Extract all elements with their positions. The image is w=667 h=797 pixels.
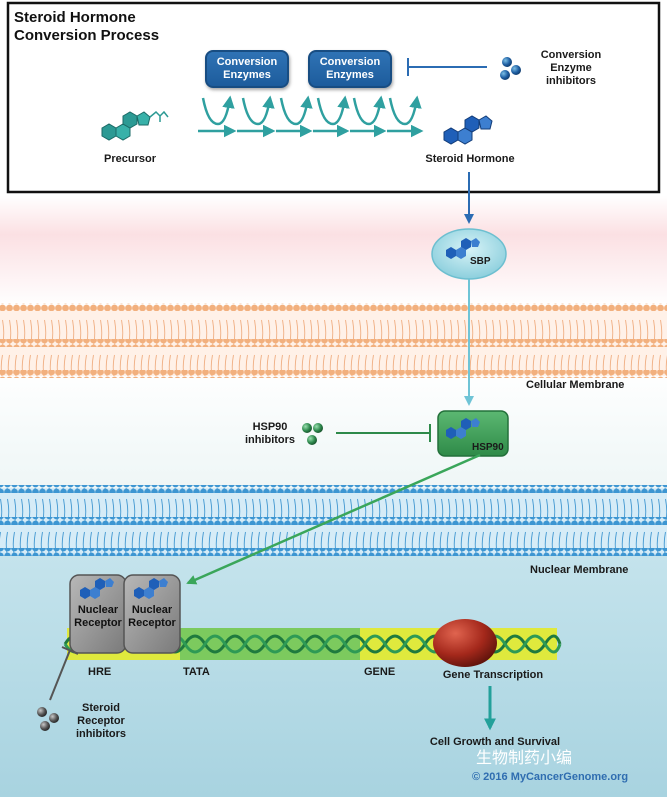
enzyme-box-2-line1: Conversion xyxy=(319,56,381,68)
receptor-inhibitor-molecules xyxy=(37,707,59,731)
copyright-text: © 2016 MyCancerGenome.org xyxy=(472,771,629,783)
sbp-protein xyxy=(431,228,507,280)
hsp90-to-receptor-arrow xyxy=(186,453,481,585)
hsp90-label: HSP90 xyxy=(472,442,504,453)
process-title-line1: Steroid Hormone xyxy=(14,9,136,26)
receptor2-steroid-molecule xyxy=(134,578,168,599)
receptor-inhibitor-label-line1: Steroid xyxy=(82,702,120,714)
hsp90-inhibition-line xyxy=(336,424,431,442)
nuclear-receptor-2-label: Nuclear Receptor xyxy=(125,604,179,630)
hre-label: HRE xyxy=(88,666,112,678)
receptor-inhibitor-label-line3: inhibitors xyxy=(75,728,127,740)
enzyme-box-1-line1: Conversion xyxy=(216,56,278,68)
hsp90-inhibitor-molecules xyxy=(302,423,323,445)
receptor-1-label-line1: Nuclear xyxy=(77,604,119,616)
extracellular-zone xyxy=(0,196,667,306)
enzyme-inhibitor-label-line1: Conversion xyxy=(540,49,602,61)
enzyme-box-1-line2: Enzymes xyxy=(223,69,271,81)
cellular-membrane xyxy=(0,303,667,378)
enzyme-inhibitor-label-line3: inhibitors xyxy=(545,75,597,87)
conversion-enzymes-box-2: Conversion Enzymes xyxy=(308,50,392,88)
tata-label: TATA xyxy=(183,666,210,678)
hsp90-inhibitors-label: HSP90 inhibitors xyxy=(237,421,303,447)
receptor-1-label-line2: Receptor xyxy=(74,617,122,629)
enzyme-box-2-line2: Enzymes xyxy=(326,69,374,81)
enzyme-inhibition-line xyxy=(407,58,487,76)
receptor1-steroid-molecule xyxy=(80,578,114,599)
receptor-2-label-line1: Nuclear xyxy=(131,604,173,616)
enzyme-inhibitor-label-line2: Enzyme xyxy=(550,62,592,74)
nuclear-membrane xyxy=(0,485,667,556)
steroid-hormone-label: Steroid Hormone xyxy=(425,153,515,165)
conversion-enzymes-box-1: Conversion Enzymes xyxy=(205,50,289,88)
hsp90-steroid-molecule xyxy=(446,418,480,439)
conversion-process-box xyxy=(6,1,661,194)
cell-growth-survival-label: Cell Growth and Survival xyxy=(429,736,561,748)
hsp90-inhibitor-label-line2: inhibitors xyxy=(244,434,296,446)
steroid-receptor-inhibitors-label: Steroid Receptor inhibitors xyxy=(56,702,146,741)
cytoplasm-zone xyxy=(0,366,667,490)
conversion-enzyme-inhibitors-label: Conversion Enzyme inhibitors xyxy=(526,49,616,88)
watermark-text: 生物制药小编 xyxy=(476,748,573,767)
receptor-inhibitor-label-line2: Receptor xyxy=(77,715,125,727)
enzyme-inhibitor-molecules xyxy=(500,57,521,80)
process-title: Steroid Hormone Conversion Process xyxy=(14,9,234,45)
nuclear-membrane-label: Nuclear Membrane xyxy=(530,564,629,576)
receptor-inhibition-line xyxy=(49,646,79,701)
hsp90-complex xyxy=(437,410,509,457)
process-title-line2: Conversion Process xyxy=(14,27,160,44)
hsp90-inhibitor-label-line1: HSP90 xyxy=(252,421,288,433)
gene-transcription-label: Gene Transcription xyxy=(442,669,544,681)
sbp-label: SBP xyxy=(470,256,491,267)
gene-label: GENE xyxy=(364,666,396,678)
cellular-membrane-label: Cellular Membrane xyxy=(526,379,625,391)
sbp-steroid-molecule xyxy=(446,238,480,259)
transcription-complex xyxy=(433,619,497,667)
receptor-2-label-line2: Receptor xyxy=(128,617,176,629)
precursor-molecule xyxy=(101,110,169,141)
conversion-curves xyxy=(198,95,424,138)
steroid-hormone-molecule xyxy=(443,115,493,145)
precursor-label: Precursor xyxy=(104,153,156,165)
nuclear-receptor-1-label: Nuclear Receptor xyxy=(71,604,125,630)
